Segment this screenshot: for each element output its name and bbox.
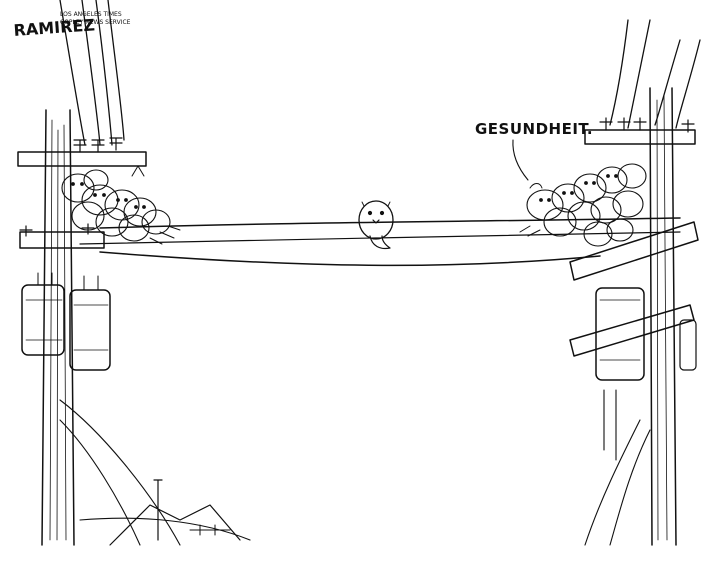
left-utility-pole — [17, 109, 251, 546]
rooftop-structures — [109, 479, 241, 546]
speech-text: GESUNDHEIT. — [475, 120, 594, 138]
right-bird-flock — [519, 163, 647, 247]
main-power-lines — [79, 217, 681, 267]
speech-pointer — [512, 139, 529, 181]
left-bird-flock — [61, 165, 181, 245]
lone-bird — [358, 200, 394, 250]
signature-line2: COPLEY NEWS SERVICE — [60, 19, 131, 26]
overhead-wires — [59, 0, 701, 146]
signature-line1: LOS ANGELES TIMES — [60, 11, 122, 18]
right-utility-pole — [569, 87, 699, 546]
artist-signature: RAMIREZ LOS ANGELES TIMES COPLEY NEWS SE… — [13, 11, 131, 40]
